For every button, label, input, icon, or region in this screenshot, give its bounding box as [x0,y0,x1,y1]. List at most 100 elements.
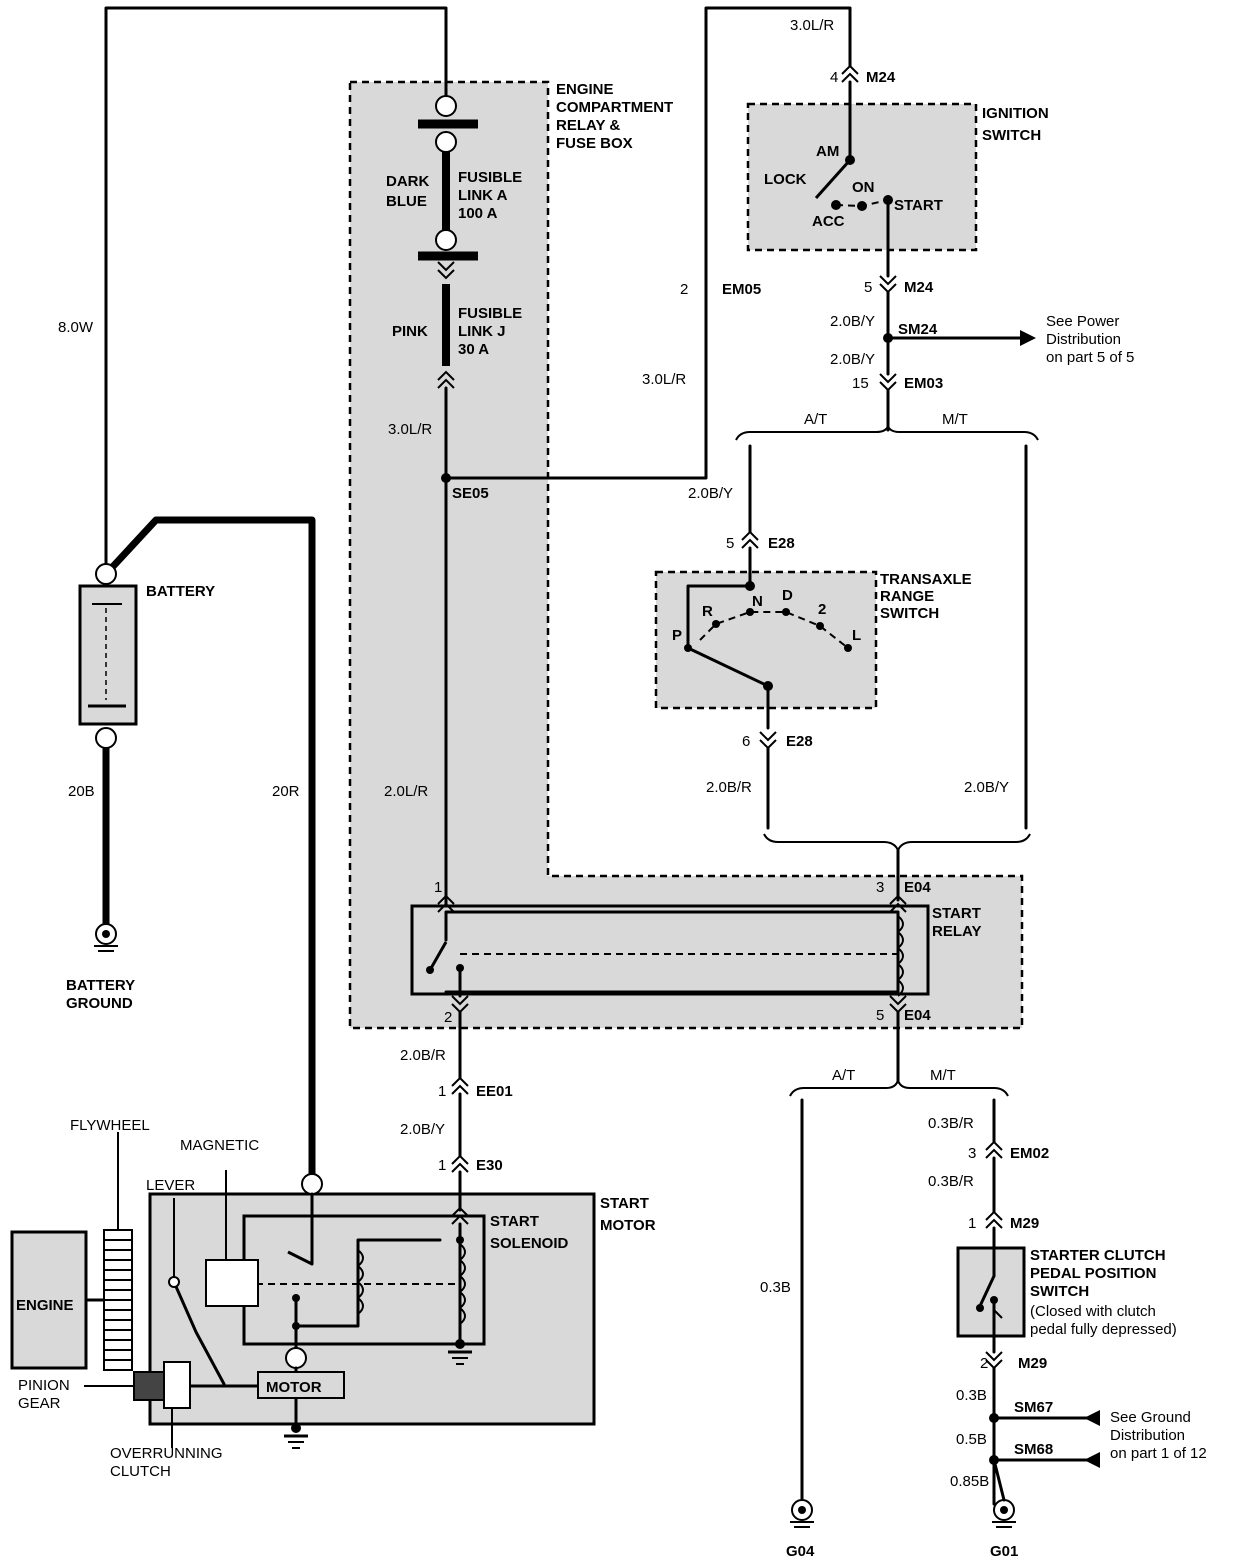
wire-label-0-3br-b: 0.3B/R [928,1173,974,1190]
conn-relay-pin2: 2 [444,1009,452,1026]
ground-icon [992,1499,1016,1528]
range-d-label: D [782,587,793,604]
ground-icon [284,1423,308,1449]
fuse-a-color-1: DARK [386,173,429,190]
conn-ee01-pin: 1 [438,1083,446,1100]
conn-e04-bot-name: E04 [904,1007,931,1024]
engine-label: ENGINE [16,1297,74,1314]
fuse-a-terminal-lower [435,229,457,251]
range-contact-arc [699,611,849,649]
range-n-contact [745,581,755,591]
ground-g04-label: G04 [786,1543,815,1560]
connector-arrow-icon [985,1210,1003,1229]
ground-g01-label: G01 [990,1543,1018,1560]
fuse-a-rating: 100 A [458,205,498,222]
relay-contact [426,966,434,974]
flywheel-label: FLYWHEEL [70,1117,150,1134]
clutch-switch-arm [978,1275,996,1307]
ign-lock-label: LOCK [764,171,807,188]
note-power-2: Distribution [1046,331,1121,348]
wire-label-3-0lr-top: 3.0L/R [790,17,834,34]
transaxle-label-2: RANGE [880,588,934,605]
note-ground-2: Distribution [1110,1427,1185,1444]
battery-label: BATTERY [146,583,215,600]
start-motor-label: START MOTOR [600,1195,656,1234]
range-d-dot [782,608,790,616]
fuse-a-terminal-top [435,95,457,117]
conn-e04-top-pin: 3 [876,879,884,896]
branch-mt-bot: M/T [930,1067,956,1084]
range-r-dot [712,620,720,628]
lever [172,1280,226,1386]
splice-sm68-label: SM68 [1014,1441,1053,1458]
pinion-label-2: GEAR [18,1395,61,1412]
range-l-label: L [852,627,861,644]
conn-em05-pin: 2 [680,281,688,298]
fuse-j-rating: 30 A [458,341,489,358]
relay-inner-outline [444,910,900,994]
transaxle-label: TRANSAXLE RANGE SWITCH [880,571,972,622]
overrunning-label-2: CLUTCH [110,1463,171,1480]
wire-label-0-3b-g04: 0.3B [760,1279,791,1296]
ign-contact-link [835,199,889,208]
motor-b-terminal [301,1173,323,1195]
conn-m24-top-pin: 4 [830,69,838,86]
fuse-a-color-2: BLUE [386,193,427,210]
splice-sm67-label: SM67 [1014,1399,1053,1416]
conn-m29-bot-name: M29 [1018,1355,1047,1372]
conn-ee01-name: EE01 [476,1083,513,1100]
conn-e04-bot-pin: 5 [876,1007,884,1024]
lever-label: LEVER [146,1177,195,1194]
engine-box-label-4: FUSE BOX [556,135,633,152]
transaxle-label-1: TRANSAXLE [880,571,972,588]
solenoid-label-2: SOLENOID [490,1235,569,1252]
clutch-note-2: pedal fully depressed) [1030,1321,1177,1338]
wire-label-0-85b: 0.85B [950,1473,989,1490]
fuse-j-color: PINK [392,323,428,340]
connector-arrow-icon [879,275,897,294]
arrow-left-icon [1084,1452,1100,1468]
conn-m29-top-name: M29 [1010,1215,1039,1232]
connector-arrow-icon [985,1140,1003,1159]
wire-3-0lr-to-em05 [444,6,852,480]
relay-coil-icon [896,915,904,997]
splice-se05-label: SE05 [452,485,489,502]
battery-ground-label-2: GROUND [66,995,133,1012]
connector-arrow-icon [759,731,777,750]
fuse-a-name-2: LINK A [458,187,508,204]
range-r-label: R [702,603,713,620]
connector-arrow-icon [879,373,897,392]
clutch-label-3: SWITCH [1030,1283,1089,1300]
wire-label-0-3br-a: 0.3B/R [928,1115,974,1132]
conn-m29-bot-pin: 2 [980,1355,988,1372]
ignition-switch-label: IGNITION SWITCH [982,105,1049,144]
branch-bracket-bottom [789,1079,1009,1097]
connector-arrow-icon [451,1154,469,1173]
conn-e28-bot-name: E28 [786,733,813,750]
fuse-a-terminal-bot [435,131,457,153]
battery-body [78,584,138,726]
pinion-gear [133,1371,165,1401]
clutch-switch-label: STARTER CLUTCH PEDAL POSITION SWITCH (Cl… [1030,1247,1177,1338]
engine-box-label-2: COMPARTMENT [556,99,673,116]
fuse-a-name-1: FUSIBLE [458,169,522,186]
ign-on-label: ON [852,179,875,196]
wire-label-8-0w: 8.0W [58,319,94,336]
range-n-label: N [752,593,763,610]
start-relay-box [410,904,930,996]
conn-e28-bot-pin: 6 [742,733,750,750]
solenoid-feed-dot [456,1236,464,1244]
ign-acc-label: ACC [812,213,845,230]
motor-m-terminal [285,1347,307,1369]
conn-em05-name: EM05 [722,281,761,298]
relay-switch-arm [428,941,448,971]
engine-box [10,1230,88,1370]
battery-ground-label-1: BATTERY [66,977,135,994]
engine-box-label-3: RELAY & [556,117,620,134]
lever-pivot [168,1276,180,1288]
conn-em03-pin: 15 [852,375,869,392]
wire-label-2-0by-mt: 2.0B/Y [964,779,1009,796]
engine-box-label: ENGINE COMPARTMENT RELAY & FUSE BOX [556,81,673,152]
connector-arrow-icon [841,64,859,83]
wire-label-2-0by-a: 2.0B/Y [830,313,875,330]
